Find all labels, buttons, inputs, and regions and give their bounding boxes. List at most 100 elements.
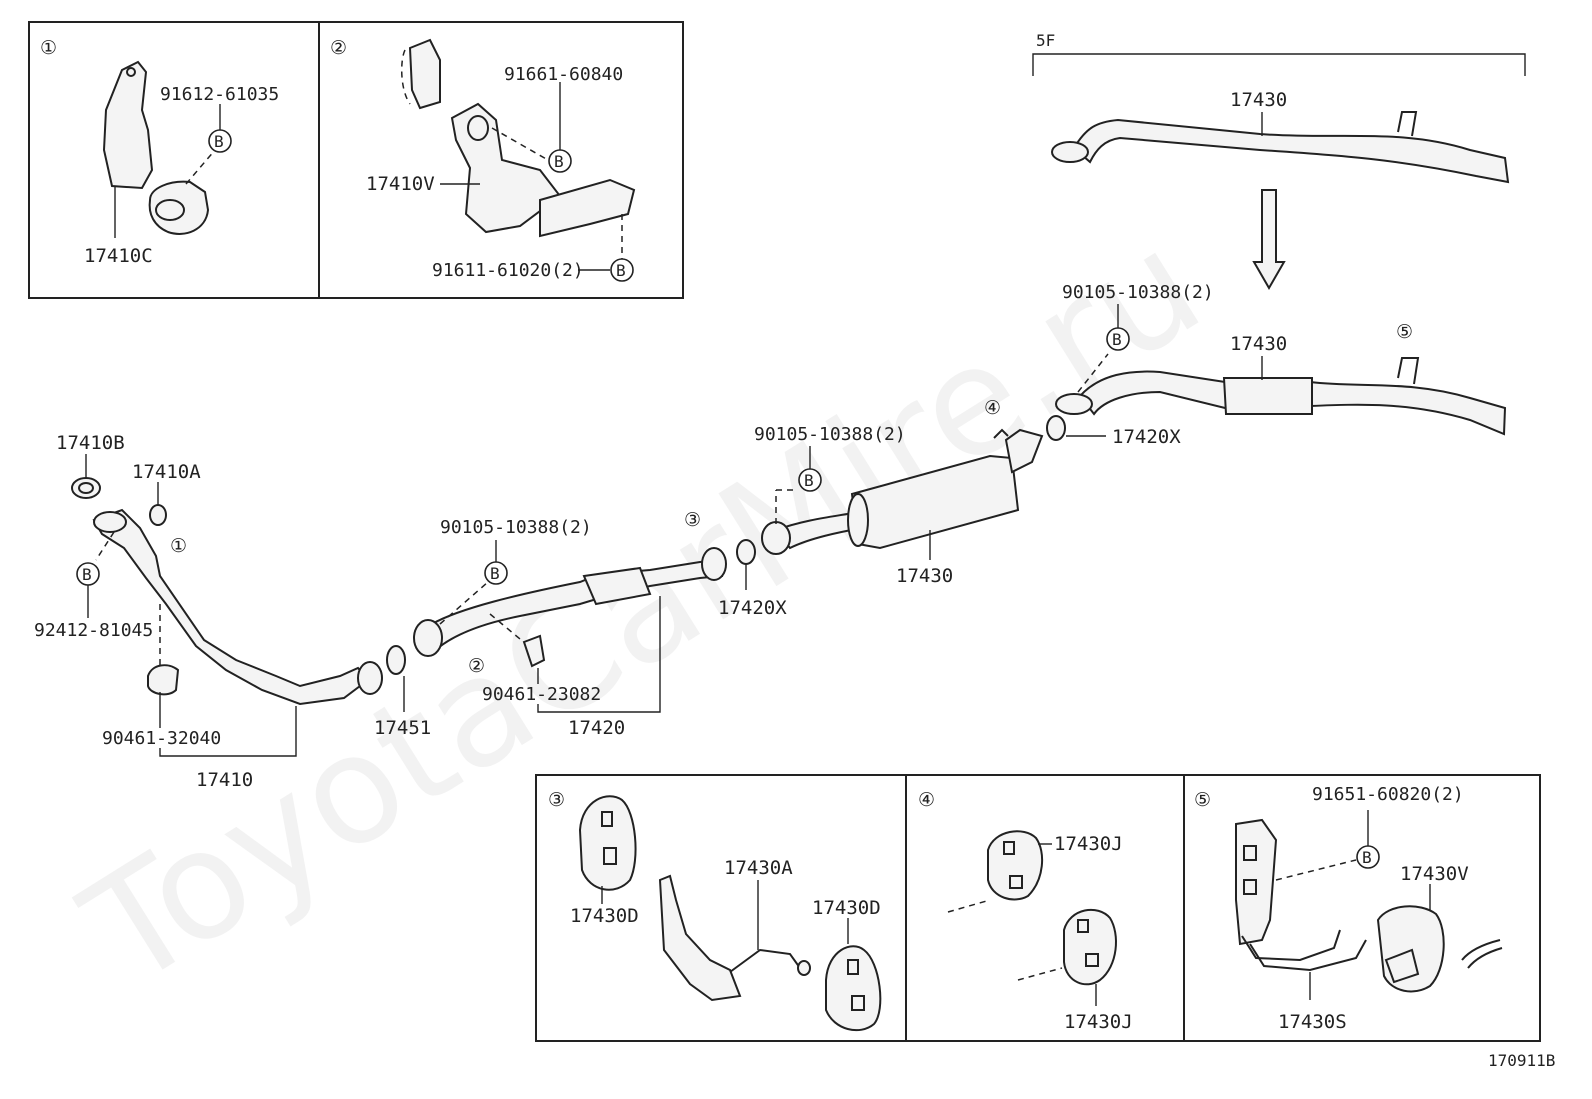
bolt-bottom-b-letter: B bbox=[616, 261, 626, 280]
hanger-bottom-slot-a bbox=[1077, 919, 1089, 933]
hanger-left-slot-b bbox=[603, 847, 617, 865]
part-17430a: 17430A bbox=[724, 857, 793, 879]
inset-four-number: ④ bbox=[918, 789, 935, 811]
part-17430j-top: 17430J bbox=[1054, 833, 1123, 855]
alt-tail-pipe-drawing bbox=[1072, 118, 1510, 184]
hanger-top-slot-b bbox=[1009, 875, 1023, 889]
muffler-end-cap bbox=[847, 493, 869, 547]
plug-17410a-drawing bbox=[149, 504, 167, 526]
bracket-17410c-drawing bbox=[102, 60, 154, 190]
inset-one-number: ① bbox=[40, 37, 57, 59]
part-17410v: 17410V bbox=[366, 173, 435, 195]
part-90461-32040: 90461-32040 bbox=[102, 728, 221, 749]
part-17420: 17420 bbox=[568, 717, 625, 739]
callout-four: ④ bbox=[984, 397, 1001, 419]
tail-resonator-drawing bbox=[1222, 377, 1313, 415]
gasket-17410b-drawing bbox=[71, 477, 101, 499]
alt-tail-group: 5F 17430 bbox=[1032, 31, 1526, 291]
part-17451: 17451 bbox=[374, 717, 431, 739]
part-90105-10388-center: 90105-10388(2) bbox=[440, 517, 592, 538]
inset-five: ⑤ B 91651-60820(2) 17430S 17430V bbox=[1183, 774, 1541, 1042]
inset-three: ③ 17430D 17430A 17430D bbox=[535, 774, 907, 1042]
front-flange bbox=[93, 511, 127, 533]
alt-tail-flange bbox=[1051, 141, 1089, 163]
hanger-right-slot-b bbox=[851, 995, 865, 1011]
hanger-top-rod-dash bbox=[947, 899, 991, 913]
watermark-text: ToyotaCarMire.ru bbox=[56, 198, 1229, 1021]
callout-two: ② bbox=[468, 655, 485, 677]
part-17410b: 17410B bbox=[56, 432, 125, 454]
hanger-rod-stub-a bbox=[1461, 939, 1501, 961]
hanger-17430j-bottom-drawing bbox=[1063, 909, 1117, 986]
hanger-17430v-insert bbox=[1384, 948, 1420, 984]
muffler-inlet-flange bbox=[761, 521, 791, 555]
center-inlet-flange bbox=[413, 619, 443, 657]
muffler-hanger-rod bbox=[993, 428, 1009, 439]
bracket-slot-b bbox=[1243, 879, 1257, 895]
inset-two-frame bbox=[318, 21, 684, 299]
callout-one: ① bbox=[170, 535, 187, 557]
clamp-opening bbox=[155, 199, 185, 221]
clamp-drawing bbox=[148, 180, 210, 235]
front-bolt-b-letter: B bbox=[82, 565, 92, 584]
main-exhaust: 17410B 17410A ① B 92412-81045 90461-3204… bbox=[34, 282, 1507, 791]
inset-one-frame bbox=[28, 21, 320, 299]
hanger-17430d-left-drawing bbox=[578, 795, 637, 891]
part-92412-81045: 92412-81045 bbox=[34, 620, 153, 641]
gasket-17420x-b-drawing bbox=[1046, 415, 1066, 441]
variant-bracket bbox=[1032, 53, 1526, 76]
hanger-right-slot-a bbox=[847, 959, 859, 975]
inset-five-frame bbox=[1183, 774, 1541, 1042]
tail-bolt-b-letter: B bbox=[1112, 330, 1122, 349]
callout-five: ⑤ bbox=[1396, 321, 1413, 343]
part-17430v: 17430V bbox=[1400, 863, 1469, 885]
part-17410c: 17410C bbox=[84, 245, 153, 267]
hanger-17430d-right-drawing bbox=[825, 945, 882, 1032]
front-bolt-leader bbox=[95, 531, 115, 561]
part-91651-60820: 91651-60820(2) bbox=[1312, 784, 1464, 805]
bracket-rod-end bbox=[797, 960, 811, 976]
inset-five-bolt-leader bbox=[1275, 859, 1357, 881]
center-clamp-drawing bbox=[522, 634, 546, 668]
part-17430-alt: 17430 bbox=[1230, 89, 1287, 111]
part-17420x-a: 17420X bbox=[718, 597, 787, 619]
muffler-outlet-flange bbox=[1004, 428, 1044, 474]
bracket-hole-icon bbox=[126, 67, 136, 77]
variant-5f-label: 5F bbox=[1036, 31, 1055, 50]
center-bolt-b-letter: B bbox=[490, 564, 500, 583]
inset-four-frame bbox=[905, 774, 1185, 1042]
bracket-17430a-plate bbox=[658, 874, 742, 1002]
bolt-leader bbox=[185, 149, 216, 185]
tail-hanger-rod bbox=[1397, 357, 1420, 385]
inset-one: ① B 91612-61035 17410C bbox=[28, 21, 320, 299]
bracket-17430s-rod-a bbox=[1249, 939, 1367, 972]
part-17420x-b: 17420X bbox=[1112, 426, 1181, 448]
part-90105-10388-tail: 90105-10388(2) bbox=[1062, 282, 1214, 303]
part-17430d-right: 17430D bbox=[812, 897, 881, 919]
hanger-bottom-rod-dash bbox=[1017, 967, 1063, 981]
hanger-17430j-top-drawing bbox=[987, 830, 1044, 901]
gasket-17410b-hole bbox=[78, 482, 94, 494]
inset-five-number: ⑤ bbox=[1194, 789, 1211, 811]
muffler-bolt-b-letter: B bbox=[804, 471, 814, 490]
hanger-top-slot-a bbox=[1003, 841, 1015, 855]
clamp-ghost bbox=[400, 49, 411, 105]
front-pipe-17410-drawing bbox=[92, 508, 370, 706]
tail-bolt-leader bbox=[1077, 353, 1109, 393]
diagram-id: 170911B bbox=[1488, 1051, 1555, 1070]
inset-two: ② B 91661-60840 17410V B 91611-61020(2) bbox=[318, 21, 684, 299]
bolt-top-b-letter: B bbox=[554, 152, 564, 171]
part-17410: 17410 bbox=[196, 769, 253, 791]
bracket-plate-drawing bbox=[539, 178, 636, 238]
hanger-left-slot-a bbox=[601, 811, 613, 827]
inset-two-number: ② bbox=[330, 37, 347, 59]
bracket-17430s-rod-b bbox=[1241, 929, 1341, 962]
alt-tail-hanger-rod bbox=[1397, 111, 1418, 137]
center-catalyst-drawing bbox=[582, 566, 652, 606]
front-pipe-bracket-line bbox=[159, 706, 297, 757]
bracket-bore bbox=[467, 115, 489, 141]
gasket-17451-drawing bbox=[386, 645, 406, 675]
part-17430s: 17430S bbox=[1278, 1011, 1347, 1033]
part-91612-61035: 91612-61035 bbox=[160, 84, 279, 105]
